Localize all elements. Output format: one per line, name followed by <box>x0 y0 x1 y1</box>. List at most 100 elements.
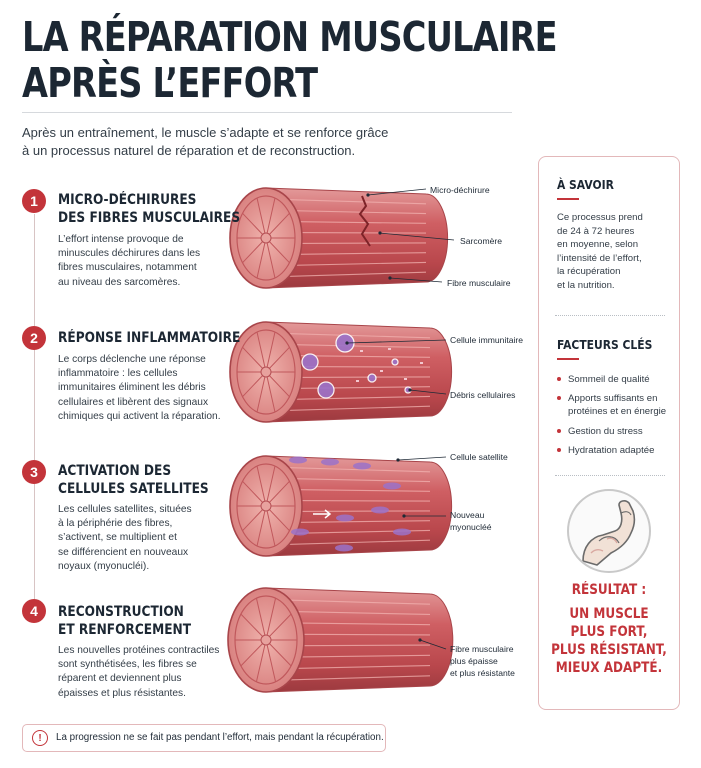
step-3-desc-line: Les cellules satellites, situées <box>58 504 192 515</box>
know-text: Ce processus prend de 24 à 72 heures en … <box>557 211 675 293</box>
callout-nouveau-line: Nouveau <box>450 510 485 520</box>
footer-note: ! La progression ne se fait pas pendant … <box>22 724 386 752</box>
flexed-arm-icon <box>567 489 651 573</box>
callout-leader-line <box>419 639 447 650</box>
callout-leader-dot <box>366 193 370 197</box>
factors-heading: FACTEURS CLÉS <box>557 337 653 352</box>
step-3-desc-line: à la périphérie des fibres, <box>58 518 173 530</box>
step-4-badge: 4 <box>22 599 46 623</box>
know-line: Ce processus prend <box>557 212 643 223</box>
result-label: RÉSULTAT : <box>571 582 647 598</box>
muscle-2-fascicle-divider <box>256 371 267 413</box>
step-2-desc-line: Le corps déclenche une réponse <box>58 354 206 365</box>
muscle-1-fibre-line <box>269 271 427 278</box>
title-divider <box>22 112 512 113</box>
step-3-desc-line: se différencient en nouveaux <box>58 546 189 558</box>
muscle-3-fibre-line <box>269 466 431 473</box>
step-3-description: Les cellules satellites, situées à la pé… <box>58 503 220 574</box>
micro-tear-mark <box>358 195 371 247</box>
muscle-2-fascicle-divider <box>242 346 267 373</box>
step-4-title-line-1: RECONSTRUCTION <box>58 604 184 620</box>
callout-nouveau-line: myonucléé <box>450 522 492 532</box>
immune-cell <box>391 358 399 366</box>
muscle-1-fascicle-divider <box>265 197 276 239</box>
footer-text: La progression ne se fait pas pendant l’… <box>56 732 384 743</box>
muscle-1-fibre-line <box>269 198 427 205</box>
satellite-cell <box>353 462 371 470</box>
know-line: et la nutrition. <box>557 279 615 291</box>
cell-debris <box>360 350 363 352</box>
step-2-title-line-1: RÉPONSE INFLAMMATOIRE <box>58 330 241 346</box>
satellite-cell <box>289 456 307 464</box>
know-line: de 24 à 72 heures <box>557 225 635 237</box>
step-1-desc-line: L’effort intense provoque de <box>58 234 184 245</box>
muscle-1-core <box>260 232 272 244</box>
muscle-2-fascicle-divider <box>265 346 290 373</box>
result-line: MIEUX ADAPTÉ. <box>555 660 663 676</box>
factor-item: Gestion du stress <box>557 425 675 438</box>
step-1-desc-line: minuscules déchirures dans les <box>58 248 201 260</box>
step-2-badge: 2 <box>22 326 46 350</box>
step-4-desc-line: réparent et deviennent plus <box>58 673 182 685</box>
step-1-desc-line: fibres musculaires, notamment <box>58 262 197 274</box>
muscle-3-core <box>260 500 272 512</box>
factors-heading-underline <box>557 358 579 360</box>
callout-leader-line <box>379 232 455 241</box>
intro-text: Après un entraînement, le muscle s’adapt… <box>22 124 542 160</box>
muscle-2-fascicle-divider <box>265 331 276 373</box>
cell-debris <box>404 378 407 380</box>
muscle-4-fascicle-divider <box>255 639 267 682</box>
muscle-3-fascicle-divider <box>242 505 267 532</box>
immune-cell <box>367 373 377 383</box>
satellite-cell <box>291 528 309 536</box>
callout-leader-dot <box>345 341 349 345</box>
satellite-cell <box>383 482 401 490</box>
muscle-3-fascicle-divider <box>265 465 276 507</box>
satellite-cell <box>321 458 339 466</box>
callout-leader-line <box>367 188 427 196</box>
muscle-3-fascicle-divider <box>256 505 267 547</box>
callout-leader-dot <box>396 458 400 462</box>
muscle-4-fibre-line <box>269 675 431 681</box>
callout-nouveau-myonuclee: Nouveau myonucléé <box>450 509 492 533</box>
step-3-desc-line: s’activent, se multiplient et <box>58 532 177 544</box>
warning-icon: ! <box>32 730 48 746</box>
muscle-1-fascicle-divider <box>265 237 290 264</box>
muscle-2-core <box>260 366 272 378</box>
callout-leader-line <box>409 389 447 395</box>
know-heading-underline <box>557 198 579 200</box>
callout-leader-dot <box>388 276 392 280</box>
step-4-title: RECONSTRUCTION ET RENFORCEMENT <box>58 603 191 639</box>
callout-fibre-musculaire: Fibre musculaire <box>447 278 511 288</box>
page-title: LA RÉPARATION MUSCULAIRE APRÈS L’EFFORT <box>22 14 558 107</box>
cell-debris <box>356 380 359 382</box>
step-3-title-line-2: CELLULES SATELLITES <box>58 481 209 497</box>
step-2-description: Le corps déclenche une réponse inflammat… <box>58 353 221 424</box>
muscle-3-fibre-line <box>269 539 431 546</box>
callout-cellule-satellite: Cellule satellite <box>450 452 508 462</box>
info-sidebar: À SAVOIR Ce processus prend de 24 à 72 h… <box>538 156 680 710</box>
step-1-title: MICRO-DÉCHIRURES DES FIBRES MUSCULAIRES <box>58 191 240 227</box>
muscle-2-fascicle-divider <box>242 371 267 398</box>
muscle-3-fascicle-divider <box>242 480 267 507</box>
step-1-title-line-1: MICRO-DÉCHIRURES <box>58 192 197 208</box>
step-1-desc-line: au niveau des sarcomères. <box>58 276 181 288</box>
know-line: l’intensité de l’effort, <box>557 252 642 264</box>
satellite-cell <box>336 514 354 522</box>
step-connector-3 <box>34 484 35 599</box>
cell-debris <box>388 348 391 350</box>
satellite-cell <box>335 544 353 552</box>
step-1-description: L’effort intense provoque de minuscules … <box>58 233 220 290</box>
factor-item: Hydratation adaptée <box>557 444 675 457</box>
step-1-badge: 1 <box>22 189 46 213</box>
page-title-line-2: APRÈS L’EFFORT <box>22 59 318 107</box>
callout-leader-dot <box>418 638 422 642</box>
muscle-2-fascicle-divider <box>265 371 276 413</box>
step-4-description: Les nouvelles protéines contractiles son… <box>58 644 220 701</box>
muscle-3-fascicle-divider <box>265 480 290 507</box>
step-connector-2 <box>34 349 35 460</box>
step-3-title-line-1: ACTIVATION DES <box>58 463 172 479</box>
factors-list: Sommeil de qualité Apports suffisants en… <box>557 373 675 463</box>
